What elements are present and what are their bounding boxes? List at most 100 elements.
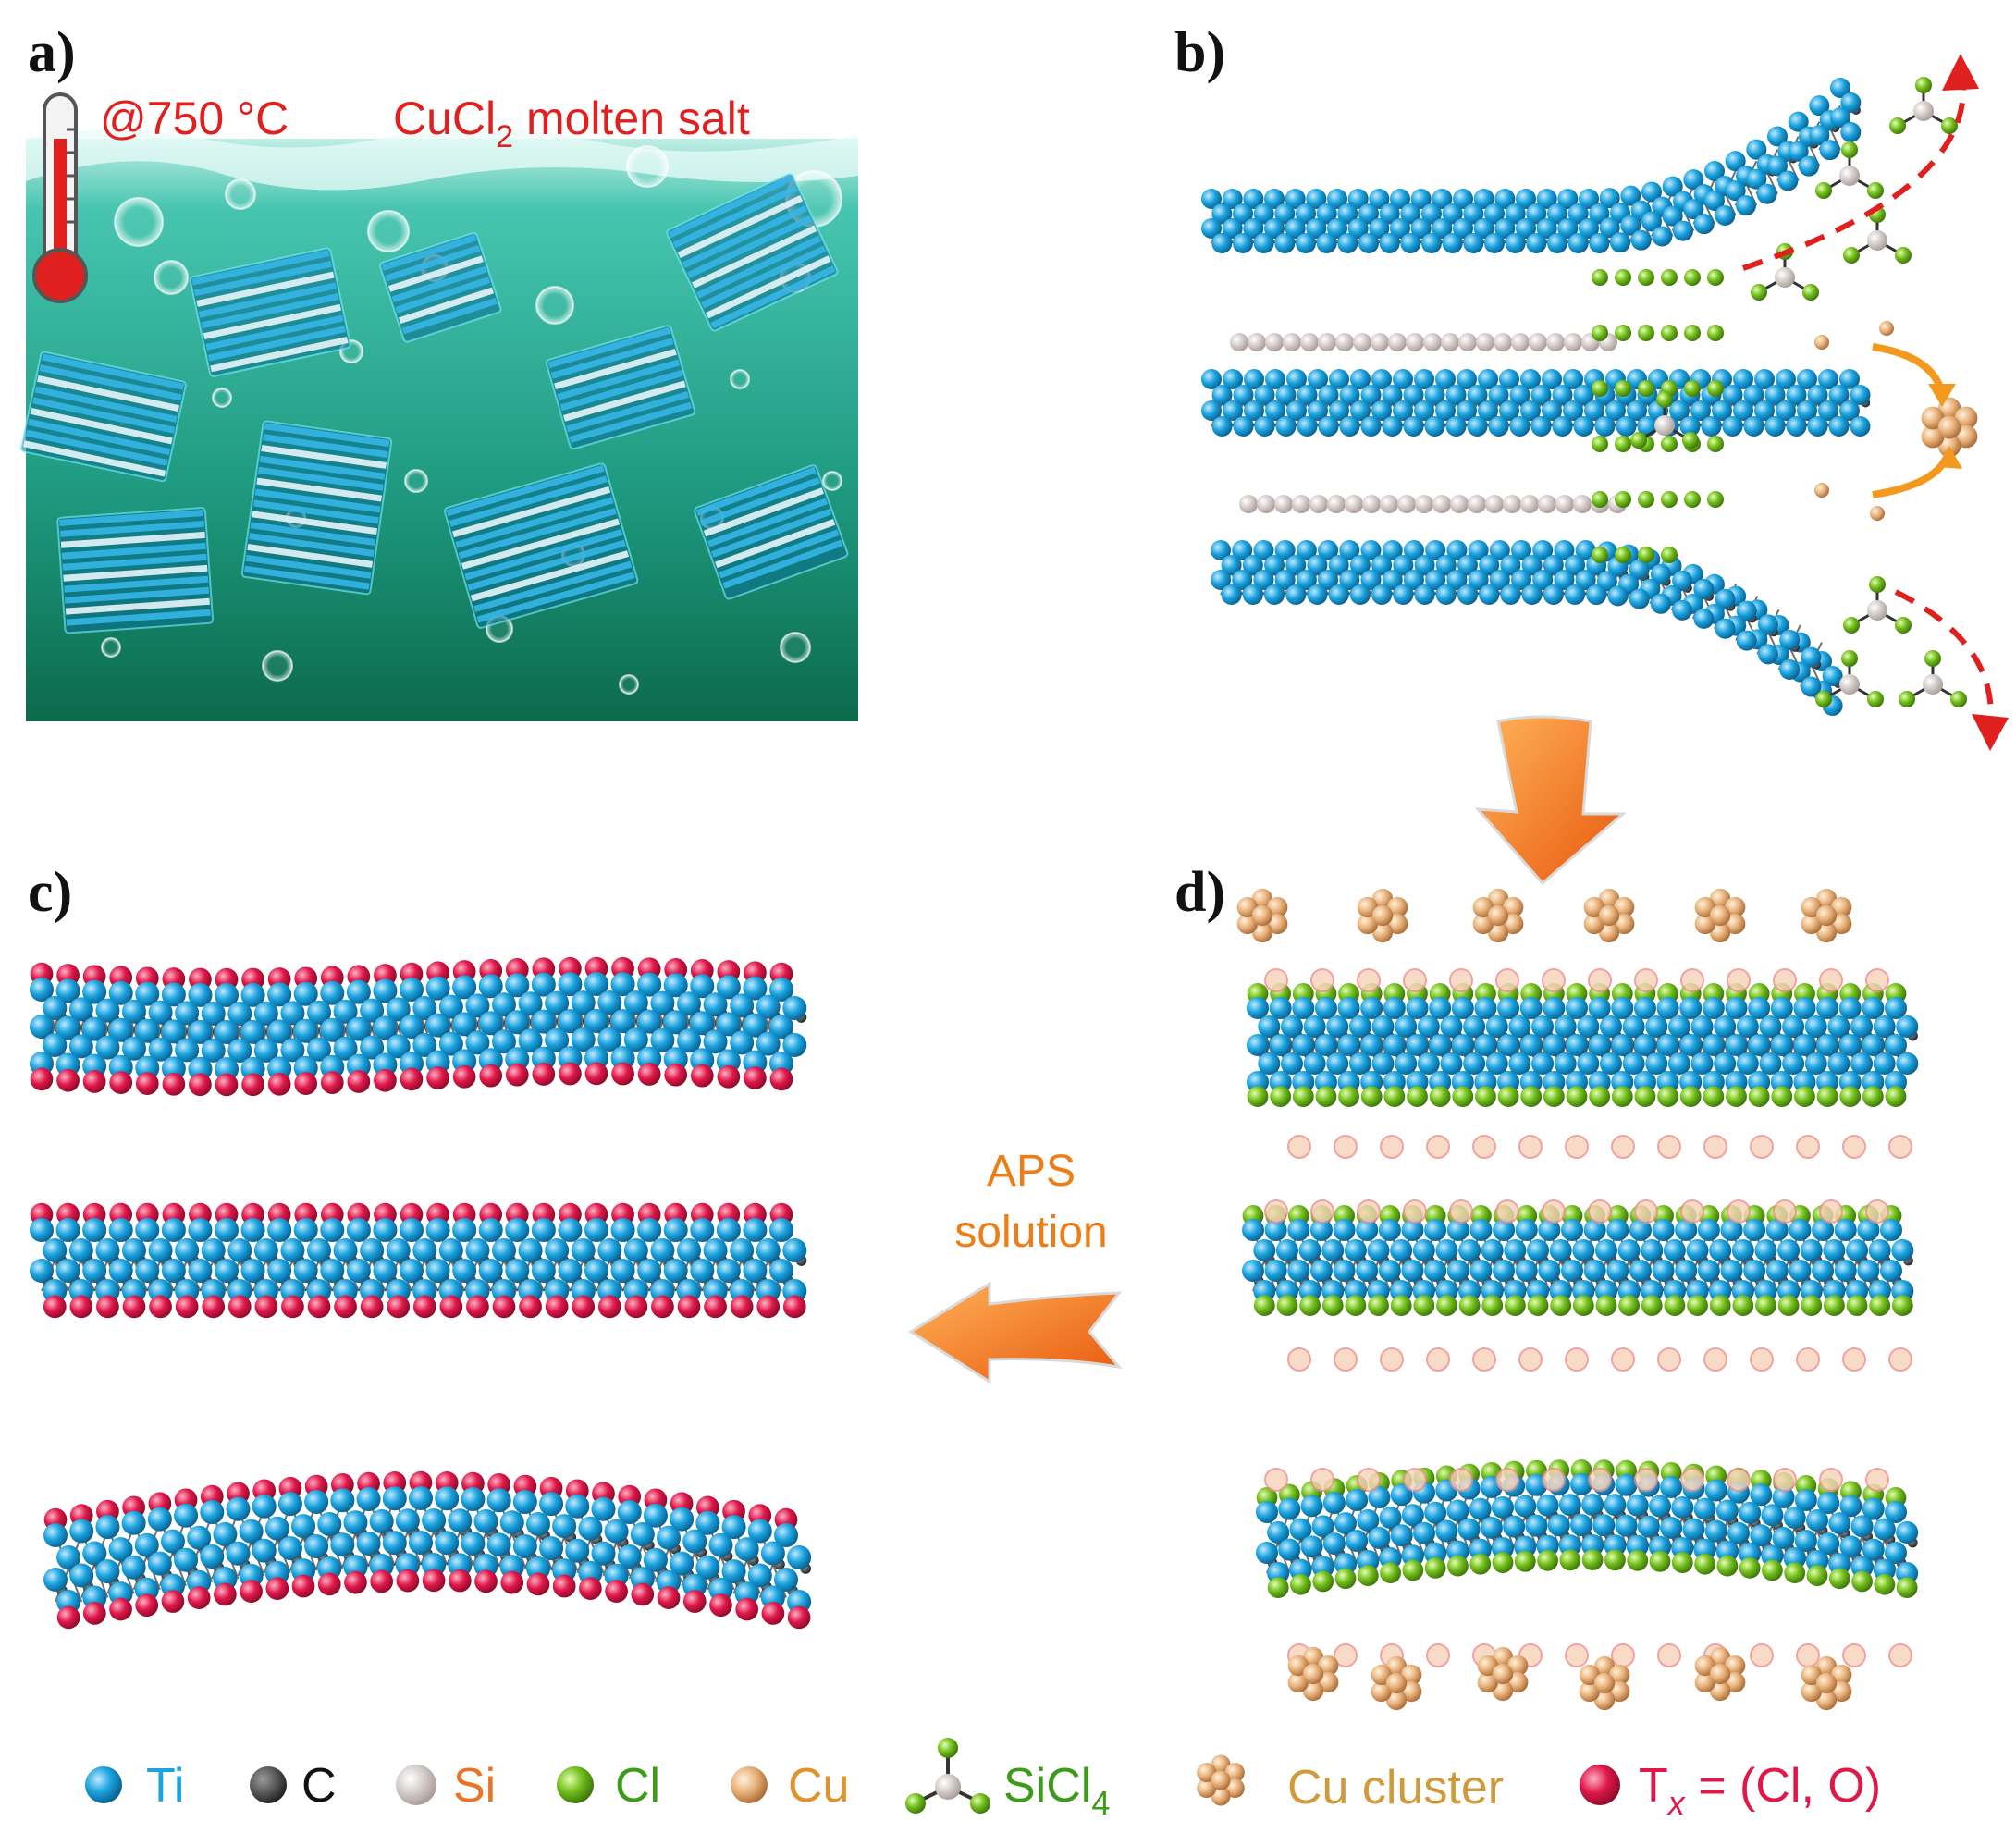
titanium-atom [1697,1219,1720,1241]
titanium-atom [571,990,596,1015]
cl-atom [1707,436,1724,452]
titanium-atom [1494,189,1516,209]
titanium-atom [769,1218,793,1242]
termination-atom [1247,1086,1269,1107]
termination-atom [1862,1086,1884,1107]
titanium-atom [1862,997,1885,1019]
titanium-atom [1532,540,1554,560]
cu-adatom [1634,1468,1658,1492]
titanium-atom [1797,400,1817,421]
titanium-atom [1253,540,1274,560]
cu-adatom [1426,1643,1450,1667]
cl-atom [1707,325,1724,341]
titanium-atom [1567,203,1589,224]
termination-atom [1874,1573,1896,1595]
termination-atom [400,1067,424,1091]
titanium-atom [293,1218,318,1242]
titanium-atom [1349,555,1371,575]
titanium-atom [200,1500,225,1525]
titanium-atom [148,1000,173,1025]
titanium-atom [1850,385,1871,405]
titanium-atom [1754,400,1775,421]
temperature-text: @750 °C [100,92,289,144]
titanium-atom [1850,1515,1874,1538]
titanium-atom [505,973,530,998]
titanium-atom [240,1019,265,1044]
titanium-atom [1819,140,1840,161]
titanium-atom [552,1514,577,1539]
titanium-atom [1337,1034,1360,1056]
cl-atom [1615,436,1631,452]
termination-atom [1520,1086,1543,1107]
titanium-atom [373,978,398,1003]
cu-cluster [1921,397,1978,458]
titanium-atom [1369,189,1390,209]
titanium-atom [412,1033,437,1057]
cl-atom [1592,269,1608,286]
titanium-atom [1743,1219,1766,1241]
titanium-atom [1285,584,1307,605]
titanium-atom [1669,400,1690,421]
termination-atom [1407,1086,1428,1107]
cu-atom [1709,904,1731,927]
termination-atom [1292,1086,1314,1107]
titanium-atom [1269,997,1292,1019]
titanium-atom [1839,1535,1862,1558]
titanium-atom [650,990,675,1015]
titanium-atom [1201,400,1222,421]
cu-adatom [1727,1468,1751,1492]
termination-atom [597,1295,621,1319]
titanium-atom [253,1001,278,1026]
titanium-atom [1616,416,1637,437]
cl-atom [1684,325,1701,341]
cu-adatom [1403,968,1427,992]
titanium-atom [1211,540,1231,560]
cu-adatom [1680,1468,1704,1492]
titanium-atom [1563,400,1583,421]
termination-atom [1716,1555,1739,1577]
termination-atom [202,1295,226,1319]
titanium-atom [425,1218,450,1242]
titanium-atom [1850,1015,1874,1038]
titanium-atom [1256,1501,1278,1523]
titanium-atom [1445,385,1467,405]
titanium-atom [267,1218,292,1242]
titanium-atom [1244,369,1264,389]
titanium-atom [747,1519,772,1544]
escape-arrowhead-down [1972,714,2009,751]
titanium-atom [1264,189,1285,209]
titanium-atom [1360,540,1382,560]
titanium-atom [1410,189,1432,209]
titanium-atom [1896,1052,1919,1075]
titanium-atom [382,1531,407,1556]
titanium-atom [1296,203,1316,224]
titanium-atom [1253,203,1274,224]
titanium-atom [1667,1015,1690,1038]
mxene-flake [240,420,393,596]
titanium-atom [610,1259,635,1283]
titanium-atom [637,1218,662,1242]
titanium-atom [175,1038,200,1063]
titanium-atom [630,1522,655,1547]
titanium-atom [610,1009,635,1034]
titanium-atom [215,1218,239,1242]
termination-atom [526,1572,550,1596]
titanium-atom [637,972,662,997]
titanium-atom [1516,189,1536,209]
titanium-atom [386,1238,411,1262]
titanium-atom [1314,1034,1337,1056]
titanium-atom [610,1218,635,1242]
titanium-atom [1242,584,1263,605]
titanium-atom [690,1218,715,1242]
titanium-atom [333,1036,358,1061]
termination-atom [1794,1086,1815,1107]
termination-atom [1566,1086,1588,1107]
titanium-atom [1615,1514,1638,1537]
titanium-atom [320,980,345,1005]
si-atom [1538,495,1556,513]
sicl4-molecule [1843,206,1912,264]
titanium-atom [1327,189,1347,209]
titanium-atom [1827,1015,1850,1038]
titanium-atom [1743,385,1764,405]
cu-adatom [1380,1347,1404,1372]
